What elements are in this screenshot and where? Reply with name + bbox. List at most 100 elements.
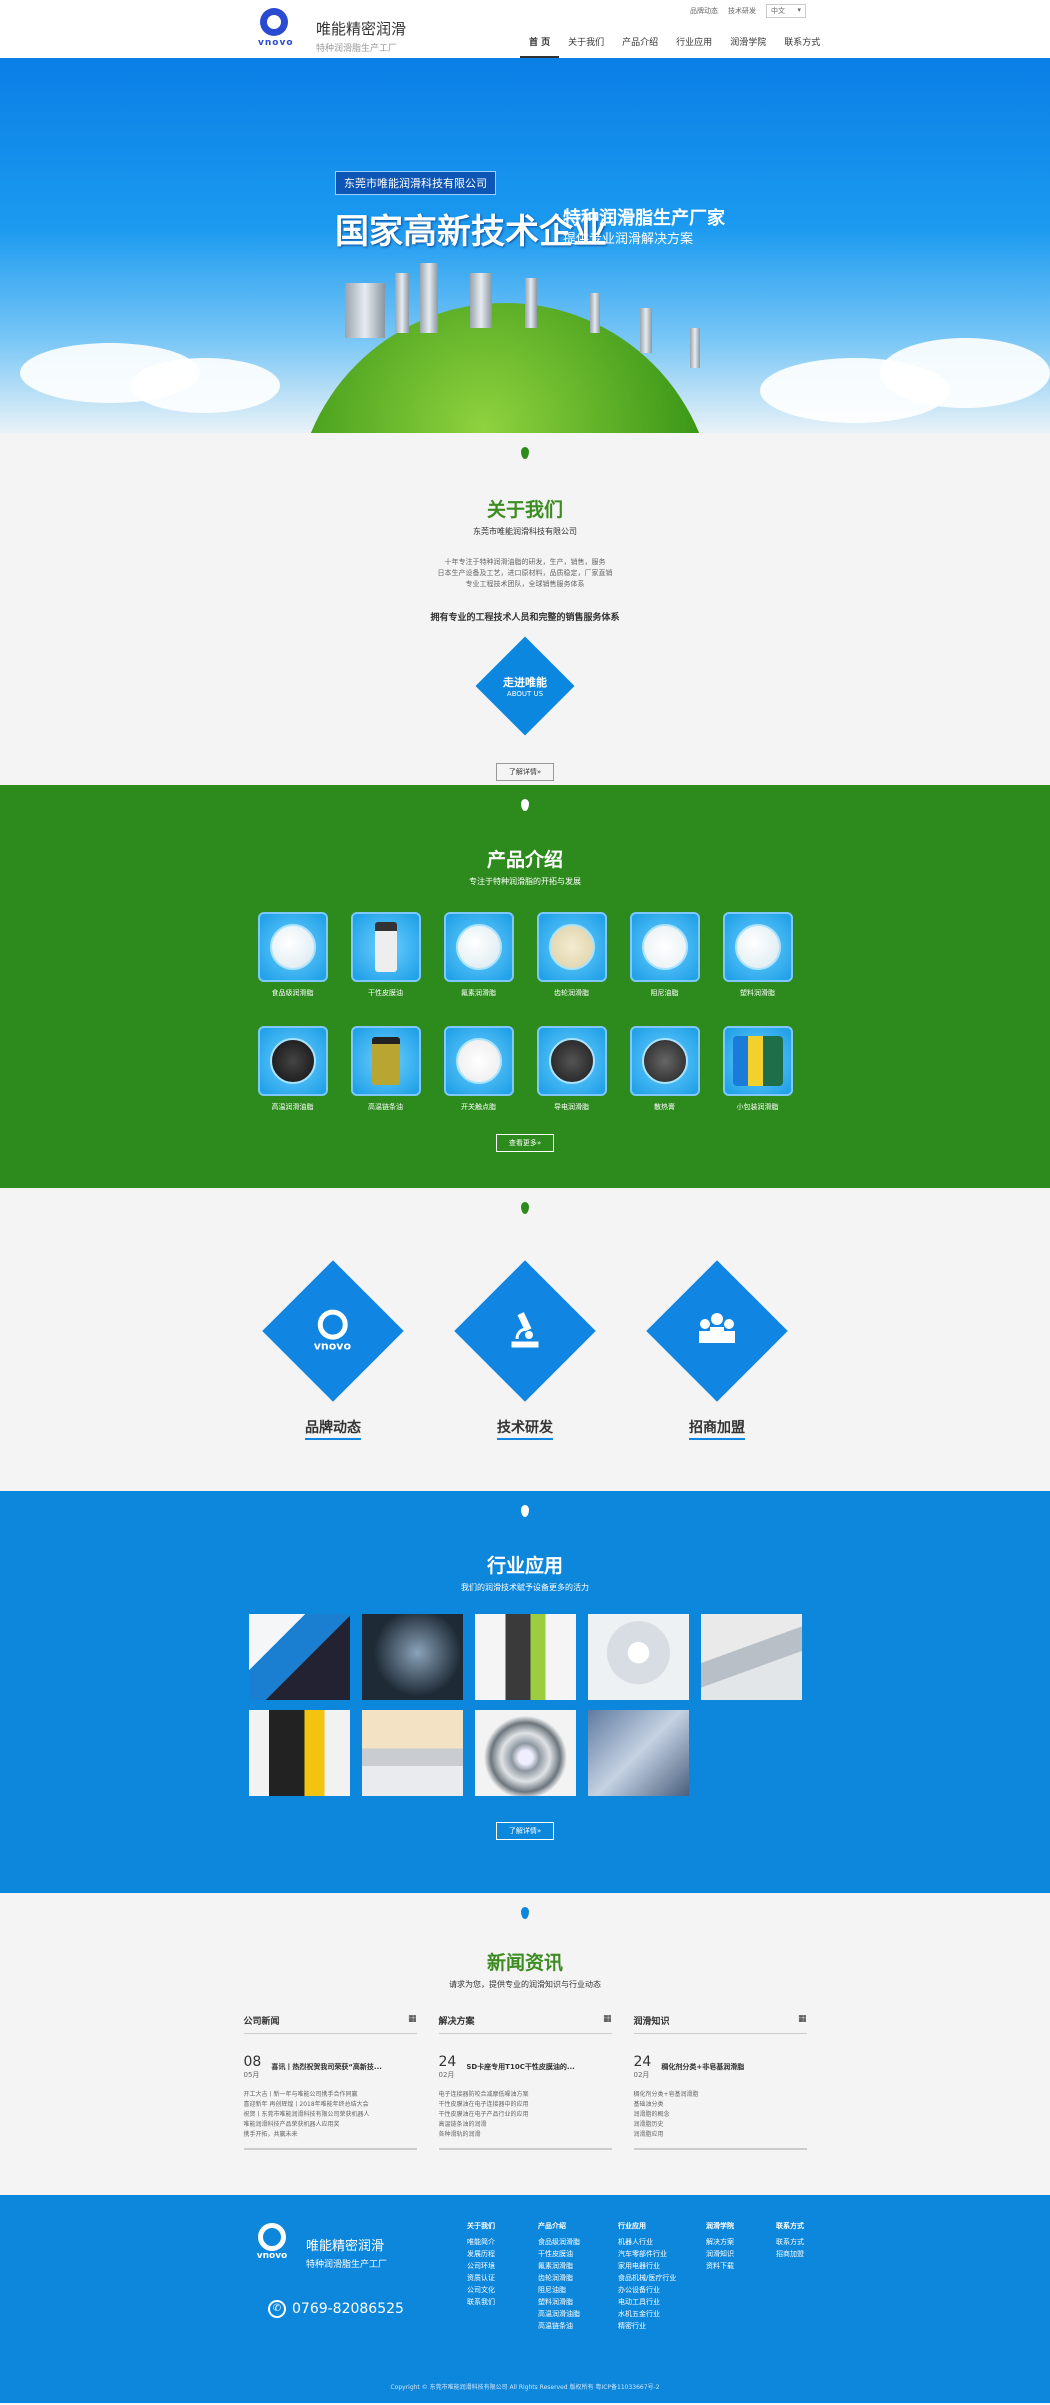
news-link[interactable]: 干性皮膜油在电子连接器中的应用 — [438, 2101, 529, 2108]
footer-link[interactable]: 家用电器行业 — [618, 2262, 660, 2270]
service-brand-news[interactable]: vnovo 品牌动态 — [262, 1260, 404, 1440]
news-link[interactable]: 润滑脂应用 — [633, 2131, 664, 2138]
product-item[interactable]: 食品级润滑脂 — [257, 912, 328, 998]
footer-link[interactable]: 润滑知识 — [706, 2250, 734, 2258]
about-more-button[interactable]: 了解详情» — [495, 763, 555, 781]
nav-products[interactable]: 产品介绍 — [622, 38, 659, 48]
hero-banner[interactable]: 东莞市唯能润滑科技有限公司 国家高新技术企业 特种润滑脂生产厂家 提供专业润滑解… — [0, 58, 1050, 433]
news-link[interactable]: 携手开拓，共赢未来 — [243, 2131, 298, 2138]
footer-link[interactable]: 联系方式 — [776, 2238, 804, 2246]
service-franchise[interactable]: 招商加盟 — [646, 1260, 788, 1440]
footer-link[interactable]: 资料下载 — [706, 2262, 734, 2270]
nav-home[interactable]: 首 页 — [520, 36, 560, 58]
footer-link[interactable]: 机器人行业 — [618, 2238, 653, 2246]
news-link[interactable]: 各种滑轨的润滑 — [438, 2131, 481, 2138]
industry-image-ct-scanner[interactable] — [587, 1614, 689, 1700]
industry-image-circuit-board[interactable] — [587, 1710, 689, 1796]
footer-link[interactable]: 塑料润滑脂 — [538, 2298, 573, 2306]
footer-link[interactable]: 招商加盟 — [776, 2250, 804, 2258]
footer-link[interactable]: 电动工具行业 — [618, 2298, 660, 2306]
footer-logo[interactable]: vnovo — [255, 2223, 289, 2261]
service-rd[interactable]: 技术研发 — [454, 1260, 596, 1440]
language-select[interactable]: 中文▾ — [766, 4, 806, 18]
footer-col-title[interactable]: 联系方式 — [776, 2222, 804, 2230]
news-link[interactable]: 润滑脂历史 — [633, 2121, 664, 2128]
product-item[interactable]: 干性皮膜油 — [350, 912, 421, 998]
news-link[interactable]: 高温链条油的润滑 — [438, 2121, 487, 2128]
nav-contact[interactable]: 联系方式 — [784, 38, 821, 48]
news-column-title[interactable]: 公司新闻 — [243, 2017, 280, 2027]
news-link[interactable]: 祝贺丨东莞市唯能润滑科技有限公司荣获机器人 — [243, 2111, 370, 2118]
news-column-title[interactable]: 解决方案 — [438, 2017, 475, 2027]
news-link[interactable]: 开工大吉丨新一年与唯能公司携手合作同赢 — [243, 2091, 358, 2098]
product-item[interactable]: 小包装润滑脂 — [722, 1026, 793, 1112]
footer-link[interactable]: 解决方案 — [706, 2238, 734, 2246]
footer-link[interactable]: 齿轮润滑脂 — [538, 2274, 573, 2282]
industry-image-faucet[interactable] — [361, 1710, 463, 1796]
footer-link[interactable]: 氟素润滑脂 — [538, 2262, 573, 2270]
footer-col-title[interactable]: 润滑学院 — [706, 2222, 734, 2230]
top-link-rd[interactable]: 技术研发 — [728, 7, 756, 15]
product-item[interactable]: 塑料润滑脂 — [722, 912, 793, 998]
product-item[interactable]: 高温链条油 — [350, 1026, 421, 1112]
language-value: 中文 — [771, 7, 785, 15]
footer-link[interactable]: 高温润滑油脂 — [538, 2310, 580, 2318]
industry-image-power-drill[interactable] — [248, 1710, 350, 1796]
product-item[interactable]: 阻尼油脂 — [629, 912, 700, 998]
nav-industry[interactable]: 行业应用 — [676, 38, 713, 48]
news-link[interactable]: 润滑脂的概念 — [633, 2111, 670, 2118]
vnovo-logo-icon: vnovo — [314, 1309, 352, 1352]
footer-link[interactable]: 高温链条油 — [538, 2322, 573, 2330]
nav-academy[interactable]: 润滑学院 — [730, 38, 767, 48]
footer-link[interactable]: 办公设备行业 — [618, 2286, 660, 2294]
news-link[interactable]: 电子连接器防咬合减摩低噪油方案 — [438, 2091, 529, 2098]
product-item[interactable]: 高温润滑油脂 — [257, 1026, 328, 1112]
top-link-brand-news[interactable]: 品牌动态 — [690, 7, 718, 15]
product-item[interactable]: 氟素润滑脂 — [443, 912, 514, 998]
product-item[interactable]: 导电润滑脂 — [536, 1026, 607, 1112]
footer-link[interactable]: 食品机械/医疗行业 — [618, 2274, 677, 2282]
industry-image-juicer[interactable] — [474, 1614, 576, 1700]
footer-link[interactable]: 阻尼油脂 — [538, 2286, 566, 2294]
more-grid-icon[interactable]: ▦ — [797, 2014, 807, 2024]
news-link[interactable]: 稠化剂分类+皂基润滑脂 — [633, 2091, 699, 2098]
footer-col-title[interactable]: 行业应用 — [618, 2222, 646, 2230]
footer-col-title[interactable]: 关于我们 — [467, 2222, 495, 2230]
footer-link[interactable]: 精密行业 — [618, 2322, 646, 2330]
footer-phone[interactable]: ✆ 0769-82086525 — [268, 2300, 404, 2318]
footer-link[interactable]: 联系我们 — [467, 2298, 495, 2306]
news-link[interactable]: 基础油分类 — [633, 2101, 664, 2108]
product-item[interactable]: 散热膏 — [629, 1026, 700, 1112]
footer-col-title[interactable]: 产品介绍 — [538, 2222, 566, 2230]
news-column-title[interactable]: 润滑知识 — [633, 2017, 670, 2027]
footer-link[interactable]: 干性皮膜油 — [538, 2250, 573, 2258]
footer-link[interactable]: 公司文化 — [467, 2286, 495, 2294]
footer-link[interactable]: 水机五金行业 — [618, 2310, 660, 2318]
banner-subtitle-2: 提供专业润滑解决方案 — [563, 232, 694, 247]
more-grid-icon[interactable]: ▦ — [602, 2014, 612, 2024]
more-grid-icon[interactable]: ▦ — [407, 2014, 417, 2024]
industry-image-car-interior[interactable] — [361, 1614, 463, 1700]
product-item[interactable]: 开关触点脂 — [443, 1026, 514, 1112]
product-item[interactable]: 齿轮润滑脂 — [536, 912, 607, 998]
nav-about[interactable]: 关于我们 — [568, 38, 605, 48]
news-link[interactable]: 唯能润滑科技产品荣获机器人应用奖 — [243, 2121, 340, 2128]
footer-link[interactable]: 食品级润滑脂 — [538, 2238, 580, 2246]
footer-link[interactable]: 公司环境 — [467, 2262, 495, 2270]
industry-more-button[interactable]: 了解详情» — [495, 1822, 555, 1840]
news-link[interactable]: 干性皮膜油在电子产品行业的应用 — [438, 2111, 529, 2118]
footer-link[interactable]: 发展历程 — [467, 2250, 495, 2258]
industry-image-bearing[interactable] — [474, 1710, 576, 1796]
industry-image-robot-arm[interactable] — [248, 1614, 350, 1700]
footer-link[interactable]: 资质认证 — [467, 2274, 495, 2282]
footer-link[interactable]: 唯能简介 — [467, 2238, 495, 2246]
footer-link[interactable]: 汽车零部件行业 — [618, 2250, 667, 2258]
products-more-button[interactable]: 查看更多» — [495, 1134, 555, 1152]
news-link[interactable]: 喜迎新年 再创辉煌丨2018年唯能年终总结大会 — [243, 2101, 369, 2108]
industry-image-printer[interactable] — [700, 1614, 802, 1700]
logo[interactable]: vnovo — [258, 8, 293, 52]
